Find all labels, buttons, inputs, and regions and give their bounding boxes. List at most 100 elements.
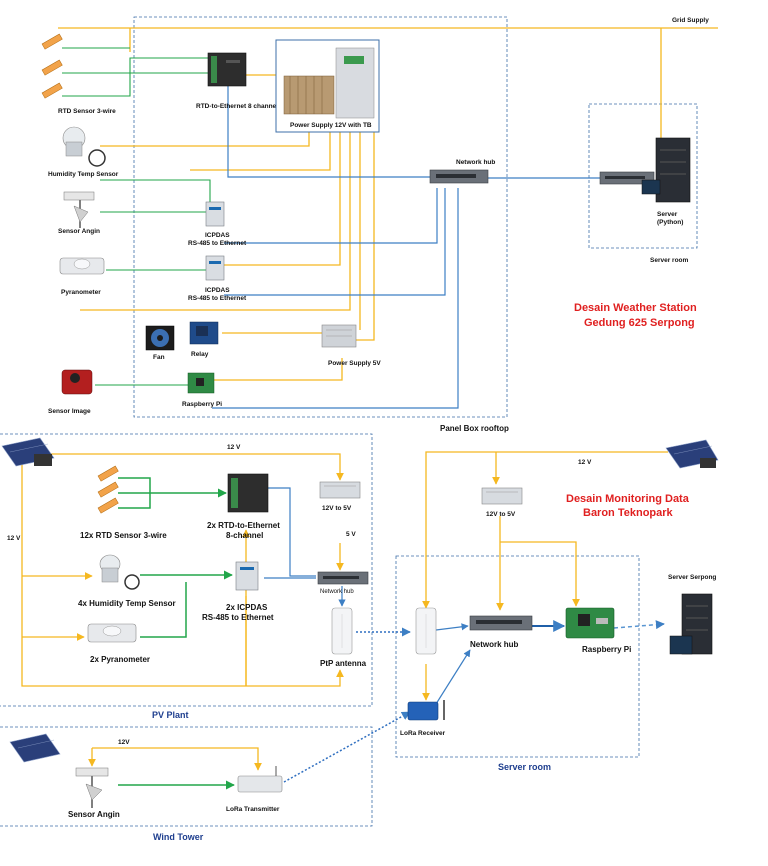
weather-station-title-1: Desain Weather Station (574, 302, 697, 314)
sensor-angin-top-icon (63, 191, 95, 228)
pv-rtd-eth-icon (227, 473, 269, 513)
srv-12v-label: 12 V (578, 459, 592, 466)
sensor-angin-top-label: Sensor Angin (58, 228, 100, 235)
rtd-eth-icon (207, 52, 247, 87)
power-supply-12v-icon (275, 39, 380, 133)
lora-transmitter-icon (237, 766, 283, 793)
panel-box-rooftop-area (133, 16, 508, 418)
srv-ptp-antenna-icon (415, 607, 437, 655)
icpdas-2-label-1: ICPDAS (205, 287, 230, 294)
pv-5v-label: 5 V (346, 531, 356, 538)
pv-icpdas-label-2: RS-485 to Ethernet (202, 613, 274, 622)
server-label-2: (Python) (657, 219, 683, 226)
rpi-to-server-link (613, 620, 665, 630)
pv-12v-left-label: 12 V (7, 535, 21, 542)
pv-pyranometer-label: 2x Pyranometer (90, 655, 150, 664)
pv-ptp-label: PtP antenna (320, 659, 367, 668)
lora-transmitter-label: LoRa Transmitter (226, 806, 280, 813)
srv-data-wires (435, 623, 471, 705)
srv-raspberry-label: Raspberry Pi (582, 645, 631, 654)
srv-converter-label: 12V to 5V (486, 511, 516, 518)
grid-supply-label: Grid Supply (672, 17, 709, 24)
pv-rtd-eth-label-1: 2x RTD-to-Ethernet (207, 521, 280, 530)
server-room-bottom-label: Server room (498, 762, 551, 772)
wind-tower-area-label: Wind Tower (153, 832, 204, 842)
pv-rtd-eth-label-2: 8-channel (226, 531, 263, 540)
pv-solar-panel-icon (1, 437, 55, 467)
rtd-eth-label: RTD-to-Ethernet 8 channel (196, 103, 278, 110)
wind-sensor-angin-label: Sensor Angin (68, 810, 120, 819)
rtd-sensor-icons (41, 33, 63, 99)
pv-sensor-wires (118, 477, 233, 638)
lora-receiver-icon (407, 700, 445, 721)
pv-humidity-icon (99, 554, 140, 590)
raspberry-top-label: Raspberry Pi (182, 401, 222, 408)
power-supply-5v-label: Power Supply 5V (328, 360, 381, 367)
fan-icon (145, 325, 175, 351)
srv-converter-icon (481, 487, 523, 505)
server-room-top-label: Server room (650, 257, 689, 264)
icpdas-1-label-1: ICPDAS (205, 232, 230, 239)
pv-icpdas-label-1: 2x ICPDAS (226, 603, 268, 612)
weather-station-title-2: Gedung 625 Serpong (584, 317, 695, 329)
pv-ptp-antenna-icon (331, 607, 353, 655)
sensor-image-icon (61, 369, 93, 395)
pv-plant-area (0, 433, 373, 707)
wind-wires (88, 711, 411, 790)
top-data-wires (212, 85, 600, 409)
wind-sensor-angin-icon (75, 767, 109, 808)
wind-solar-panel-icon (9, 733, 61, 763)
rtd-sensor-label: RTD Sensor 3-wire (58, 108, 116, 115)
area-boxes (0, 16, 698, 827)
server-room-bottom-area (395, 555, 640, 758)
power-supply-12v-label: Power Supply 12V with TB (290, 122, 372, 129)
icpdas-2-icon (205, 255, 225, 281)
server-room-top-area (588, 103, 698, 249)
server-serpong-label: Server Serpong (668, 574, 716, 581)
relay-label: Relay (191, 351, 209, 358)
server-room-switch-icon (599, 171, 655, 185)
pyranometer-top-label: Pyranometer (61, 289, 101, 296)
srv-power-wires (422, 451, 668, 701)
pyranometer-top-icon (59, 257, 105, 275)
srv-raspberry-icon (565, 607, 615, 639)
pv-network-hub-icon (317, 571, 369, 585)
srv-network-hub-label: Network hub (470, 640, 519, 649)
sensor-image-label: Sensor Image (48, 408, 91, 415)
pv-icpdas-icon (235, 561, 259, 591)
wind-12v-label: 12V (118, 739, 130, 746)
lora-receiver-label: LoRa Receiver (400, 730, 446, 737)
srv-network-hub-icon (469, 615, 533, 631)
humidity-label: Humidity Temp Sensor (48, 171, 119, 178)
pv-rtd-sensor-icons (97, 465, 119, 514)
panel-box-label: Panel Box rooftop (440, 424, 509, 433)
pv-humidity-label: 4x Humidity Temp Sensor (78, 599, 176, 608)
server-top-icon (641, 137, 691, 203)
icpdas-2-label-2: RS-485 to Ethernet (188, 295, 247, 302)
pv-network-hub-label: Network hub (320, 589, 354, 595)
power-supply-5v-icon (321, 324, 357, 348)
pv-data-wires (264, 487, 346, 607)
icpdas-1-label-2: RS-485 to Ethernet (188, 240, 247, 247)
pv-pyranometer-icon (87, 623, 137, 643)
icpdas-1-icon (205, 201, 225, 227)
top-sensor-wires (62, 47, 211, 386)
fan-label: Fan (153, 354, 165, 361)
pv-plant-area-label: PV Plant (152, 710, 189, 720)
pv-converter-label: 12V to 5V (322, 505, 352, 512)
humidity-sensor-icon (62, 126, 106, 167)
server-label-1: Server (657, 211, 678, 218)
monitoring-title-2: Baron Teknopark (583, 507, 674, 519)
network-hub-top-icon (429, 169, 489, 184)
monitoring-title-1: Desain Monitoring Data (566, 493, 690, 505)
server-serpong-icon (669, 593, 713, 655)
wind-tower-area (0, 726, 373, 827)
pv-rtd-label: 12x RTD Sensor 3-wire (80, 531, 167, 540)
srv-solar-panel-icon (665, 439, 719, 469)
relay-icon (189, 321, 219, 345)
pv-12v-top-label: 12 V (227, 444, 241, 451)
pv-power-wires (21, 453, 344, 687)
network-hub-top-label: Network hub (456, 159, 495, 166)
raspberry-top-icon (187, 372, 215, 394)
